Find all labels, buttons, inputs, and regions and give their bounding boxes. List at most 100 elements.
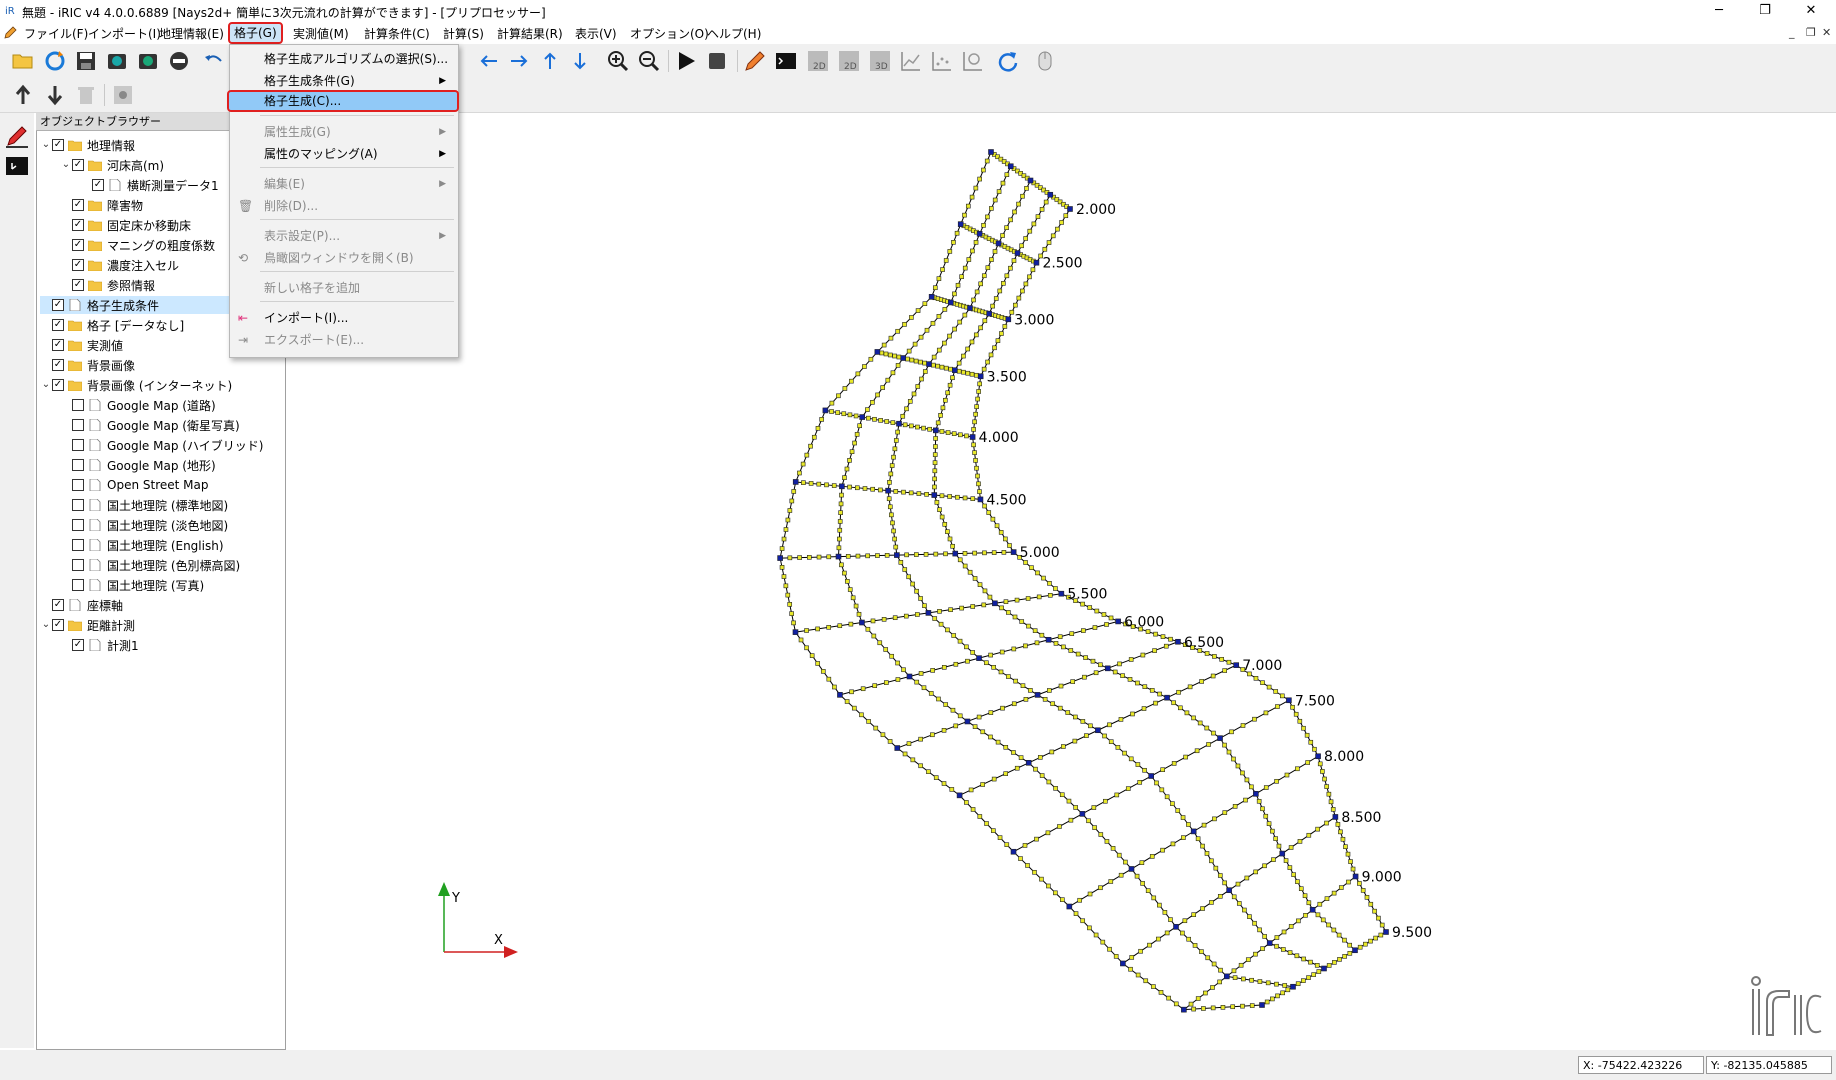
tree-item-checkbox[interactable]: ✓ [52,599,64,611]
tree-item-checkbox[interactable] [72,499,84,511]
3d-view-icon[interactable]: 3D [867,48,893,74]
tree-item-checkbox[interactable]: ✓ [72,279,84,291]
tree-item[interactable]: 国土地理院 (標準地図) [60,496,228,514]
run-icon[interactable] [673,48,699,74]
tree-item-checkbox[interactable]: ✓ [72,239,84,251]
tree-item-checkbox[interactable]: ✓ [72,219,84,231]
menu-item-generation-condition[interactable]: 格子生成条件(G) ▶ [230,70,458,92]
mouse-icon[interactable] [1032,48,1058,74]
tree-item[interactable]: ✓格子 [データなし] [40,316,184,334]
tree-item-checkbox[interactable] [72,539,84,551]
menu-geodata[interactable]: 地理情報(E) [159,27,224,41]
save-icon[interactable] [73,48,99,74]
tree-item[interactable]: ✓固定床か移動床 [60,216,191,234]
console-icon[interactable] [773,48,799,74]
tree-item[interactable]: ⌄✓距離計測 [40,616,135,634]
tree-item-checkbox[interactable] [72,439,84,451]
tree-item[interactable]: 国土地理院 (写真) [60,576,204,594]
tree-item[interactable]: ✓背景画像 [40,356,135,374]
zoom-in-icon[interactable] [605,48,631,74]
tree-item[interactable]: Google Map (ハイブリッド) [60,436,263,454]
tree-item-checkbox[interactable]: ✓ [72,259,84,271]
tree-item[interactable]: ✓実測値 [40,336,123,354]
menu-item-generate-grid[interactable]: 格子生成(C)... [227,90,459,112]
tree-item-checkbox[interactable] [72,479,84,491]
tree-item-checkbox[interactable] [72,399,84,411]
tree-item-checkbox[interactable]: ✓ [72,639,84,651]
zoom-out-icon[interactable] [636,48,662,74]
move-up-icon[interactable] [10,82,36,108]
expand-chevron-icon[interactable]: ⌄ [61,159,71,170]
settings-icon[interactable] [110,82,136,108]
tree-item[interactable]: ✓横断測量データ1 [80,176,219,194]
tree-item-checkbox[interactable]: ✓ [52,379,64,391]
expand-chevron-icon[interactable]: ⌄ [41,379,51,390]
arrow-up-icon[interactable] [537,48,563,74]
menu-item-attribute-mapping[interactable]: 属性のマッピング(A) ▶ [230,143,458,165]
arrow-left-icon[interactable] [476,48,502,74]
zoom-fit-icon[interactable] [960,48,986,74]
expand-chevron-icon[interactable]: ⌄ [41,139,51,150]
menu-view[interactable]: 表示(V) [575,27,617,41]
menu-item-import[interactable]: ⇤ インポート(I)... [230,307,458,329]
tree-item-checkbox[interactable]: ✓ [52,359,64,371]
grid-plot[interactable]: 2.0002.5003.0003.5004.0004.5005.0005.500… [287,113,1836,1050]
tree-item-checkbox[interactable]: ✓ [52,139,64,151]
expand-chevron-icon[interactable]: ⌄ [41,619,51,630]
mdi-minimize-button[interactable]: _ [1789,26,1795,39]
tree-item[interactable]: ⌄✓地理情報 [40,136,135,154]
mdi-restore-button[interactable]: ❐ [1806,26,1816,39]
tree-item[interactable]: ✓格子生成条件 [40,296,284,314]
pen-tool-icon[interactable] [4,123,30,149]
minimize-button[interactable]: ─ [1715,3,1723,18]
tree-item[interactable]: Google Map (衛星写真) [60,416,240,434]
tree-item-checkbox[interactable] [72,419,84,431]
tree-item[interactable]: Open Street Map [60,476,208,494]
close-button[interactable]: ✕ [1805,3,1817,18]
snapshot-icon[interactable] [135,48,161,74]
tree-item[interactable]: ✓濃度注入セル [60,256,179,274]
tree-item-checkbox[interactable] [72,459,84,471]
tree-item-checkbox[interactable]: ✓ [72,159,84,171]
2d-bird-icon[interactable]: 2D [836,48,862,74]
tree-item-checkbox[interactable]: ✓ [52,339,64,351]
tree-item[interactable]: ✓マニングの粗度係数 [60,236,215,254]
rotate-icon[interactable] [995,48,1021,74]
undo-icon[interactable] [201,48,227,74]
tree-item-checkbox[interactable]: ✓ [52,319,64,331]
menu-measured[interactable]: 実測値(M) [293,27,349,41]
move-down-icon[interactable] [42,82,68,108]
no-entry-icon[interactable] [166,48,192,74]
tree-item-checkbox[interactable] [72,519,84,531]
mdi-close-button[interactable]: ✕ [1822,26,1832,39]
reload-icon[interactable] [42,48,68,74]
console-window-icon[interactable] [4,153,30,179]
tree-item[interactable]: ⌄✓背景画像 (インターネット) [40,376,232,394]
tree-item[interactable]: ✓計測1 [60,636,139,654]
tree-item[interactable]: ✓参照情報 [60,276,155,294]
menu-import[interactable]: インポート(I) [88,27,161,41]
stop-icon[interactable] [704,48,730,74]
menu-calculation[interactable]: 計算(S) [443,27,484,41]
arrow-down-icon[interactable] [567,48,593,74]
delete-icon[interactable] [73,82,99,108]
tree-item-checkbox[interactable]: ✓ [92,179,104,191]
arrow-right-icon[interactable] [506,48,532,74]
maximize-button[interactable]: ❐ [1759,3,1771,18]
chart-icon[interactable] [898,48,924,74]
scatter-icon[interactable] [929,48,955,74]
tree-item-checkbox[interactable] [72,579,84,591]
open-folder-icon[interactable] [10,48,36,74]
menu-calc-condition[interactable]: 計算条件(C) [364,27,430,41]
tree-item[interactable]: ✓障害物 [60,196,143,214]
tree-item-checkbox[interactable] [72,559,84,571]
camera-icon[interactable] [104,48,130,74]
tree-item[interactable]: Google Map (道路) [60,396,216,414]
menu-grid[interactable]: 格子(G) [228,22,283,44]
2d-view-icon[interactable]: 2D [805,48,831,74]
tree-item[interactable]: ✓座標軸 [40,596,123,614]
tree-item[interactable]: 国土地理院 (淡色地図) [60,516,228,534]
tree-item-checkbox[interactable]: ✓ [52,619,64,631]
tree-item[interactable]: 国土地理院 (English) [60,536,224,554]
tree-item[interactable]: ⌄✓河床高(m) [60,156,164,174]
